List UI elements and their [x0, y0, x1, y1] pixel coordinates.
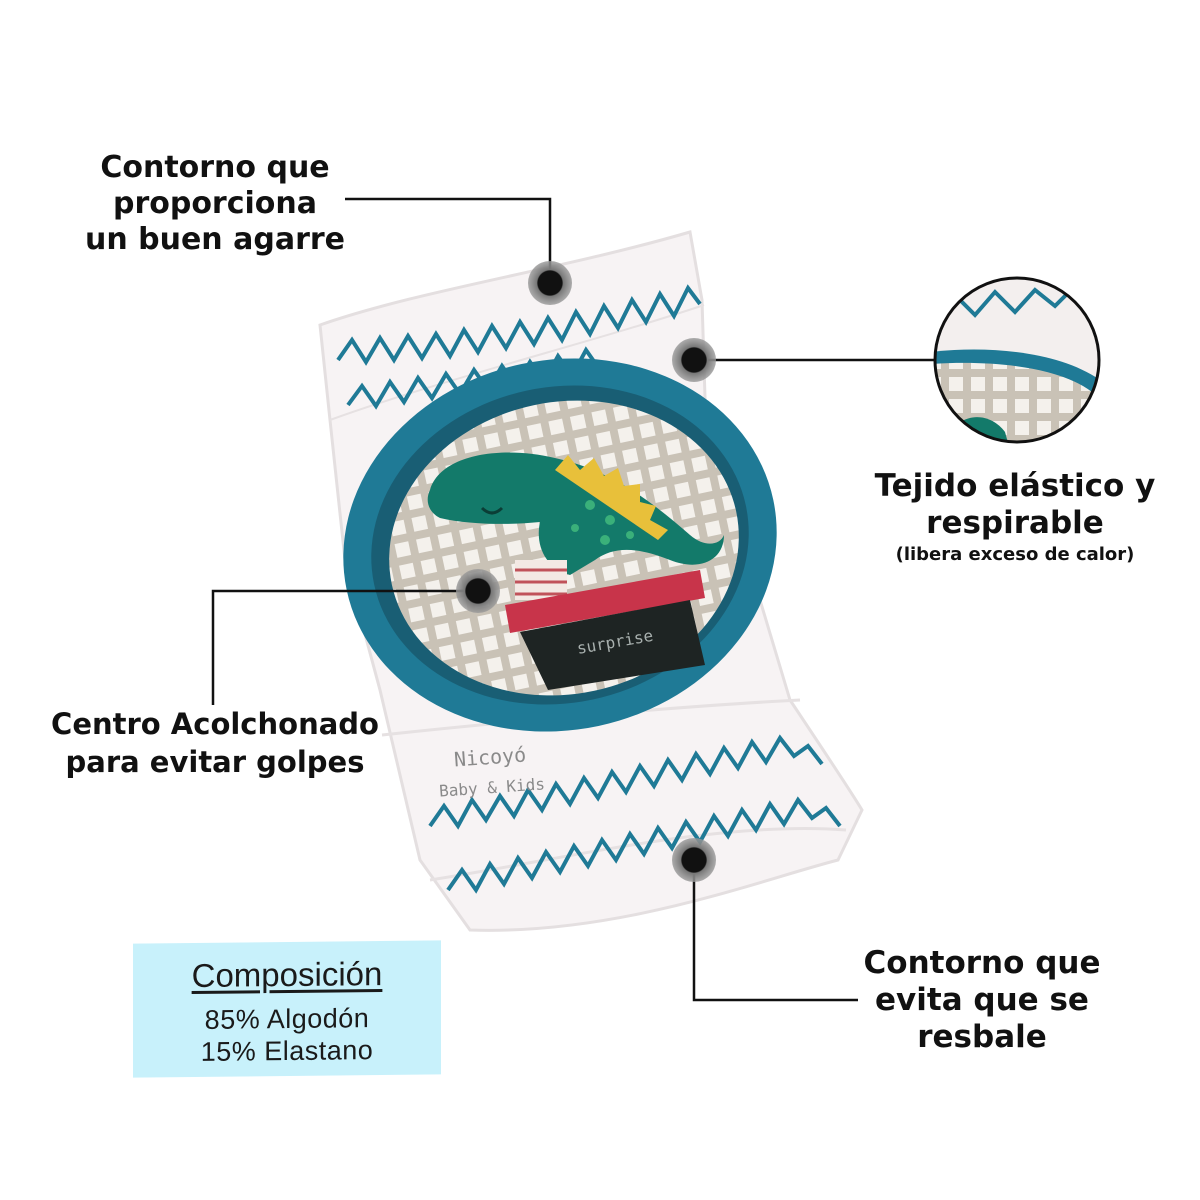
label-grip-line-3: un buen agarre: [84, 222, 346, 257]
label-grip-contour: Contorno que proporciona un buen agarre: [60, 150, 370, 258]
label-elastic-line-1: Tejido elástico y: [874, 468, 1156, 504]
marker-dot-grip: [528, 261, 572, 305]
label-grip-line-1: Contorno que: [100, 150, 330, 185]
label-non-slip-line-2: evita que se: [875, 982, 1089, 1019]
leader-lines: [211, 197, 935, 1002]
composition-item: 15% Elastano: [200, 1035, 374, 1067]
dinosaur-print: [427, 452, 724, 600]
label-non-slip-line-1: Contorno que: [863, 945, 1101, 981]
padded-center: surprise: [343, 358, 777, 732]
composition-item: 85% Algodón: [204, 1003, 370, 1035]
composition-box: Composición 85% Algodón 15% Elastano: [133, 940, 441, 1078]
composition-title: Composición: [191, 955, 383, 994]
label-non-slip-line-3: resbale: [917, 1019, 1047, 1056]
marker-dot-non-slip: [672, 838, 716, 882]
label-non-slip-contour: Contorno que evita que se resbale: [842, 945, 1122, 1057]
marker-dot-elastic: [672, 338, 716, 382]
label-padded-line-1: Centro Acolchonado: [51, 707, 379, 741]
label-padded-line-2: para evitar golpes: [65, 745, 365, 780]
top-zigzag-stitching: [336, 284, 702, 410]
label-elastic-line-2: respirable: [926, 505, 1104, 542]
marker-dot-padded: [456, 569, 500, 613]
fabric-zoom-circle: [933, 276, 1101, 444]
bottom-zigzag-stitching: [428, 734, 842, 894]
marker-dots: [456, 261, 716, 882]
label-elastic-note: (libera exceso de calor): [895, 544, 1135, 566]
label-padded-center: Centro Acolchonado para evitar golpes: [30, 705, 400, 782]
label-grip-line-2: proporciona: [112, 186, 318, 221]
surprise-box: surprise: [505, 570, 705, 690]
label-elastic-fabric: Tejido elástico y respirable (libera exc…: [850, 468, 1180, 566]
